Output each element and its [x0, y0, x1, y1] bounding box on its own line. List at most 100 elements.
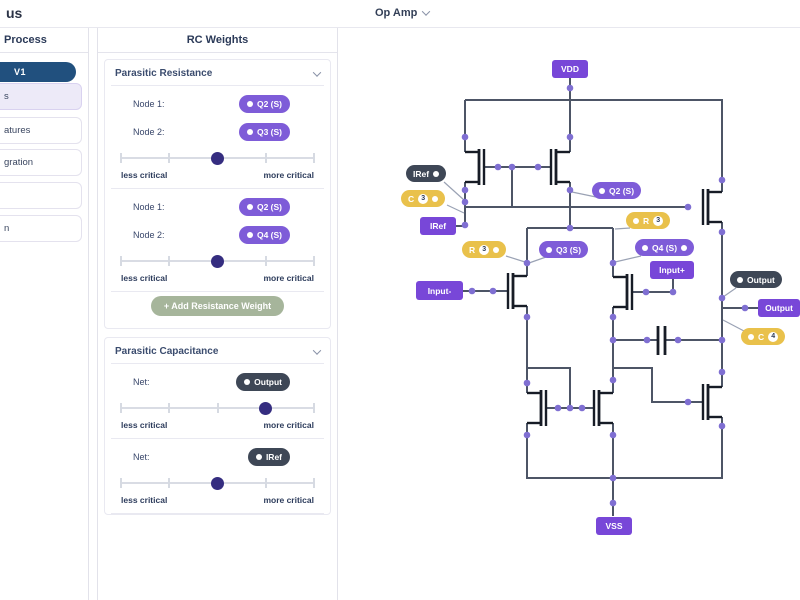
junction-dot: [534, 163, 542, 171]
weight-badge: 4: [768, 331, 779, 342]
port-input-minus[interactable]: Input-: [416, 281, 463, 300]
node-chip[interactable]: Output: [236, 373, 290, 391]
node-chip[interactable]: Q3 (S): [238, 123, 290, 141]
wire: [465, 99, 723, 192]
slider-max-label: more critical: [263, 273, 314, 283]
chip-label: IRef: [265, 452, 282, 462]
leader-line: [722, 287, 737, 298]
anchor-dot-icon: [599, 187, 605, 194]
anchor-dot-icon: [493, 246, 500, 253]
junction-dot: [718, 422, 726, 430]
slider-knob[interactable]: [211, 255, 224, 268]
port-vss[interactable]: VSS: [596, 517, 632, 535]
junction-dot: [523, 379, 531, 387]
criticality-slider[interactable]: [120, 151, 315, 166]
add-resistance-weight-button[interactable]: + Add Resistance Weight: [150, 296, 285, 316]
leader-line: [443, 181, 465, 201]
section-title: Parasitic Resistance: [115, 68, 213, 79]
slider-tick: [264, 153, 267, 163]
junction-dot: [566, 404, 574, 412]
port-iref[interactable]: IRef: [420, 217, 456, 235]
q4-note[interactable]: Q4 (S): [635, 239, 695, 256]
row-label: Node 1:: [133, 99, 165, 109]
slider-min-label: less critical: [121, 170, 168, 180]
chip-dot-icon: [244, 379, 251, 385]
junction-dot: [461, 198, 469, 206]
slider-knob[interactable]: [259, 402, 273, 415]
chip-dot-icon: [246, 204, 253, 210]
criticality-slider[interactable]: [120, 254, 315, 269]
annotation-label: R: [643, 215, 650, 226]
anchor-dot-icon: [681, 244, 688, 251]
port-input-plus[interactable]: Input+: [650, 261, 694, 279]
wire: [526, 417, 723, 479]
row-label: Net:: [133, 452, 150, 462]
sidebar-item[interactable]: atures: [0, 117, 82, 144]
sidebar-item[interactable]: n: [0, 215, 82, 242]
slider-max-label: more critical: [263, 170, 314, 180]
project-selector[interactable]: Op Amp: [375, 7, 431, 19]
wire: [527, 367, 571, 408]
slider-max-label: more critical: [263, 420, 314, 430]
junction-dot: [718, 368, 726, 376]
port-output[interactable]: Output: [758, 299, 800, 317]
sidebar-item[interactable]: gration: [0, 149, 82, 176]
junction-dot: [718, 176, 726, 184]
slider-tick: [120, 403, 122, 413]
section-collapse-chevron-icon[interactable]: [312, 345, 322, 355]
process-version-button[interactable]: V1: [0, 62, 76, 82]
row-label: Net:: [133, 377, 150, 387]
node-chip[interactable]: Q2 (S): [238, 198, 290, 216]
sidebar-item[interactable]: s: [0, 83, 82, 110]
slider-min-label: less critical: [121, 420, 168, 430]
rc-weights-title: RC Weights: [98, 28, 337, 53]
annotation-label: IRef: [413, 168, 430, 179]
junction-dot: [609, 431, 617, 439]
junction-dot: [523, 431, 531, 439]
junction-dot: [669, 288, 677, 296]
junction-dot: [566, 186, 574, 194]
q2-note[interactable]: Q2 (S): [592, 182, 642, 199]
criticality-slider[interactable]: [120, 476, 315, 491]
chip-dot-icon: [255, 454, 262, 460]
slider-tick: [168, 153, 171, 163]
slider-knob[interactable]: [211, 152, 224, 165]
junction-dot: [674, 336, 682, 344]
sidebar-item[interactable]: [0, 182, 82, 209]
node-chip[interactable]: Q2 (S): [238, 95, 290, 113]
chip-label: Output: [254, 377, 282, 387]
anchor-dot-icon: [432, 195, 439, 202]
chip-label: Q3 (S): [256, 127, 282, 137]
iref-net-note[interactable]: IRef: [406, 165, 447, 182]
chip-label: Q2 (S): [256, 99, 282, 109]
node-chip[interactable]: IRef: [247, 448, 290, 466]
junction-dot: [718, 228, 726, 236]
slider-tick: [120, 478, 122, 488]
q3-note[interactable]: Q3 (S): [539, 241, 589, 258]
junction-dot: [642, 288, 650, 296]
criticality-slider[interactable]: [120, 401, 315, 416]
annotation-label: Q4 (S): [652, 242, 678, 253]
anchor-dot-icon: [737, 276, 743, 283]
leader-line: [614, 255, 642, 263]
node-chip[interactable]: Q4 (S): [238, 226, 290, 244]
leader-line: [446, 204, 465, 214]
slider-tick: [120, 153, 122, 163]
chip-dot-icon: [246, 129, 253, 135]
output-net-note[interactable]: Output: [730, 271, 782, 288]
slider-knob[interactable]: [211, 477, 224, 490]
port-vdd[interactable]: VDD: [552, 60, 588, 78]
leader-line: [505, 255, 526, 263]
section-collapse-chevron-icon[interactable]: [312, 67, 322, 77]
row-label: Node 2:: [133, 127, 165, 137]
junction-dot: [523, 313, 531, 321]
